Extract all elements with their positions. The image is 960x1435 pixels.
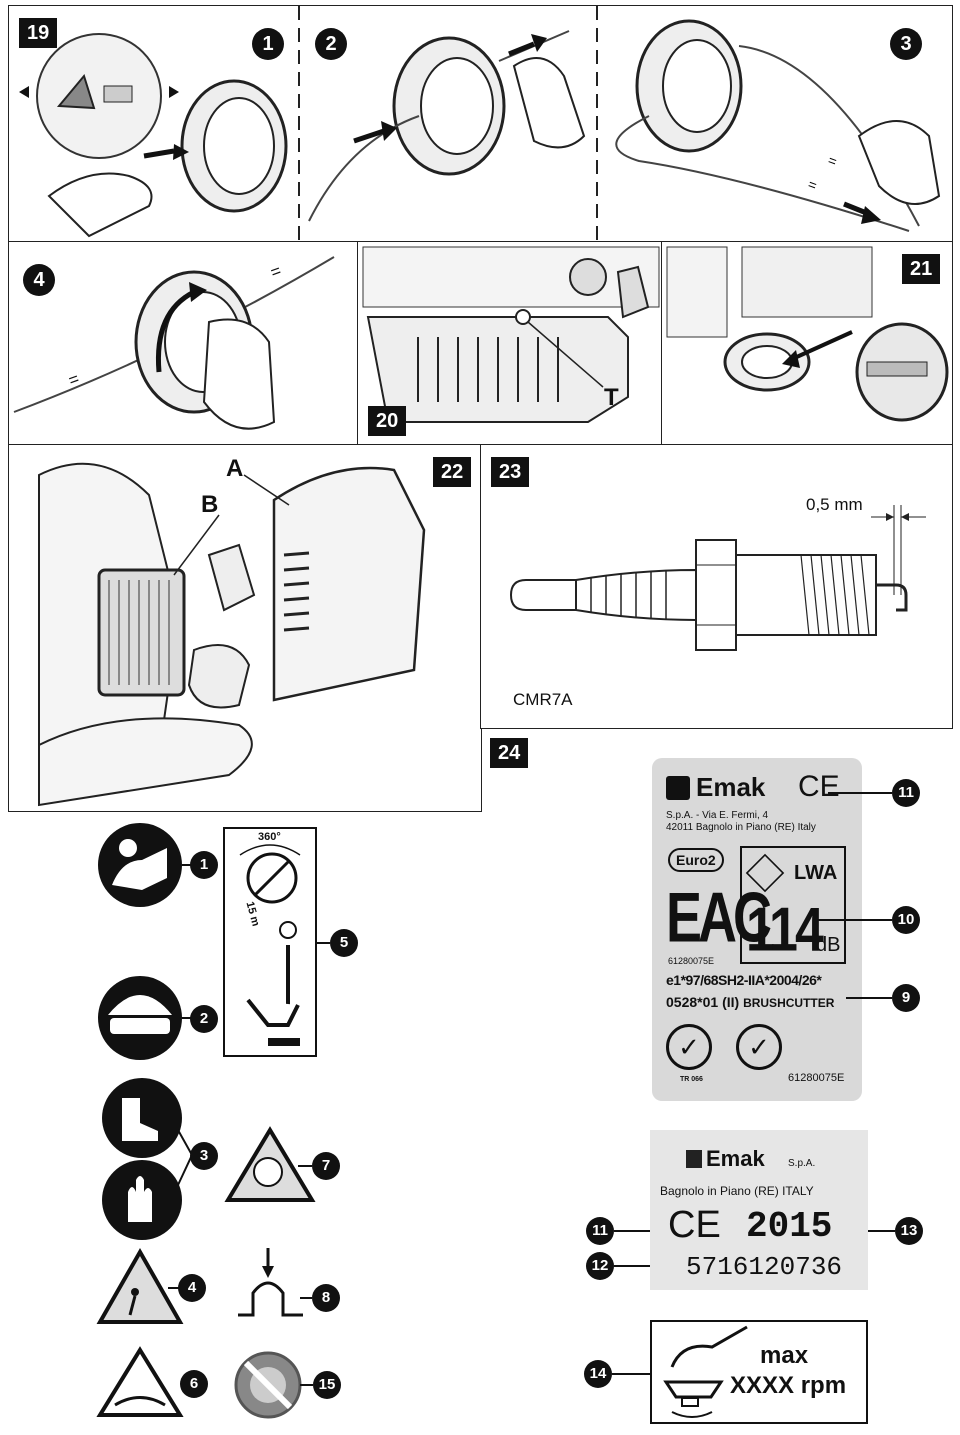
figure-23-panel: 23 0,5 mm CMR7A (480, 444, 953, 729)
serial-number: 5716120736 (686, 1252, 843, 1282)
serial-address: Bagnolo in Piano (RE) ITALY (660, 1184, 814, 1198)
svg-text:=: = (826, 152, 839, 170)
spark-plug-model: CMR7A (513, 690, 573, 709)
serial-ce-mark: CE (668, 1204, 721, 1246)
figure-21-tag: 21 (902, 254, 941, 284)
symbol-callout-6: 6 (180, 1370, 208, 1398)
label-callout-11: 11 (892, 779, 920, 807)
label-t: T (604, 384, 619, 411)
symbol-callout-1: 1 (190, 851, 218, 879)
sound-box: LWA 114 dB (740, 846, 846, 965)
symbol-callout-2: 2 (190, 1005, 218, 1033)
serial-label: Emak S.p.A. Bagnolo in Piano (RE) ITALY … (650, 1130, 868, 1290)
figure-21-illustration (666, 246, 949, 422)
symbol-callout-8: 8 (312, 1284, 340, 1312)
symbol-callout-7: 7 (312, 1152, 340, 1180)
rpm-value-label: XXXX rpm (730, 1372, 847, 1399)
approval-line-2: 0528*01 (II) BRUSHCUTTER (666, 994, 834, 1010)
serial-callout-12: 12 (586, 1252, 614, 1280)
euro-badge: Euro2 (668, 848, 724, 872)
figure-22-tag: 22 (433, 457, 472, 487)
figure-23-tag: 23 (491, 457, 530, 487)
figure-24-tag: 24 (490, 738, 529, 768)
lwa-label: LWA (794, 862, 838, 884)
rpm-label: max XXXX rpm (650, 1320, 868, 1424)
emak-logo (666, 776, 690, 800)
rpm-max-label: max (760, 1342, 809, 1369)
production-year: 2015 (746, 1206, 833, 1247)
speaker-icon (745, 853, 785, 893)
figure-20-illustration (362, 246, 660, 423)
serial-callout-11: 11 (586, 1217, 614, 1245)
serial-emak-logo (686, 1150, 702, 1168)
step-1-number: 1 (252, 28, 284, 60)
rating-label: Emak CE S.p.A. - Via E. Fermi, 4 42011 B… (652, 758, 862, 1101)
figure-19-panel: = = 19 1 2 3 (8, 5, 953, 243)
serial-callout-13: 13 (895, 1217, 923, 1245)
approval-code: 0528*01 (666, 994, 719, 1010)
figure-21-panel: 21 (661, 241, 953, 446)
label-callout-10: 10 (892, 906, 920, 934)
figure-20-tag: 20 (368, 406, 407, 436)
address-line-2: 42011 Bagnolo in Piano (RE) Italy (666, 822, 816, 833)
approval-line-1: e1*97/68SH2-IIA*2004/26* (666, 972, 822, 988)
step-3-number: 3 (890, 28, 922, 60)
symbol-callout-15: 15 (313, 1371, 341, 1399)
step-4-illustration (13, 256, 335, 430)
label-code: 61280075E (788, 1072, 845, 1084)
gap-measurement: 0,5 mm (806, 495, 863, 514)
ce-mark: CE (798, 770, 840, 803)
distance-label: 15 m (243, 900, 262, 928)
label-b: B (201, 491, 219, 518)
figure-19-illustration: = = (19, 6, 941, 242)
serial-brand-name: Emak (706, 1146, 765, 1171)
label-a: A (226, 455, 244, 482)
rpm-engine-icon (663, 1325, 748, 1418)
step-4-number: 4 (23, 264, 55, 296)
svg-text:=: = (806, 176, 819, 194)
figure-19-tag: 19 (19, 18, 58, 48)
figure-22-illustration (38, 462, 426, 807)
sound-value: 114 (746, 895, 824, 965)
step-2-number: 2 (315, 28, 347, 60)
symbol-callout-5: 5 (330, 929, 358, 957)
angle-label: 360° (258, 831, 281, 843)
brand-name: Emak (696, 772, 766, 802)
code-small: 61280075E (668, 956, 715, 966)
address-line-1: S.p.A. - Via E. Fermi, 4 (666, 810, 769, 821)
serial-brand-suffix: S.p.A. (788, 1158, 816, 1169)
figure-23-spark-plug (509, 505, 926, 651)
figure-22-panel: A B 22 (8, 444, 482, 812)
sound-unit: dB (816, 934, 841, 956)
rpm-callout-14: 14 (584, 1360, 612, 1388)
class-mark: (II) (722, 994, 740, 1010)
figure-19-step-4-panel: 4 = = (8, 241, 359, 446)
label-callout-9: 9 (892, 984, 920, 1012)
figure-20-panel: T 20 (357, 241, 663, 446)
eac-mark: EAC (666, 879, 772, 958)
symbol-callout-4: 4 (178, 1274, 206, 1302)
conformity-mark-2: ✓ (736, 1024, 782, 1070)
tr-label: TR 066 (680, 1076, 703, 1083)
product-type: BRUSHCUTTER (743, 996, 835, 1010)
conformity-mark-1: ✓ (666, 1024, 712, 1070)
symbol-callout-3: 3 (190, 1142, 218, 1170)
